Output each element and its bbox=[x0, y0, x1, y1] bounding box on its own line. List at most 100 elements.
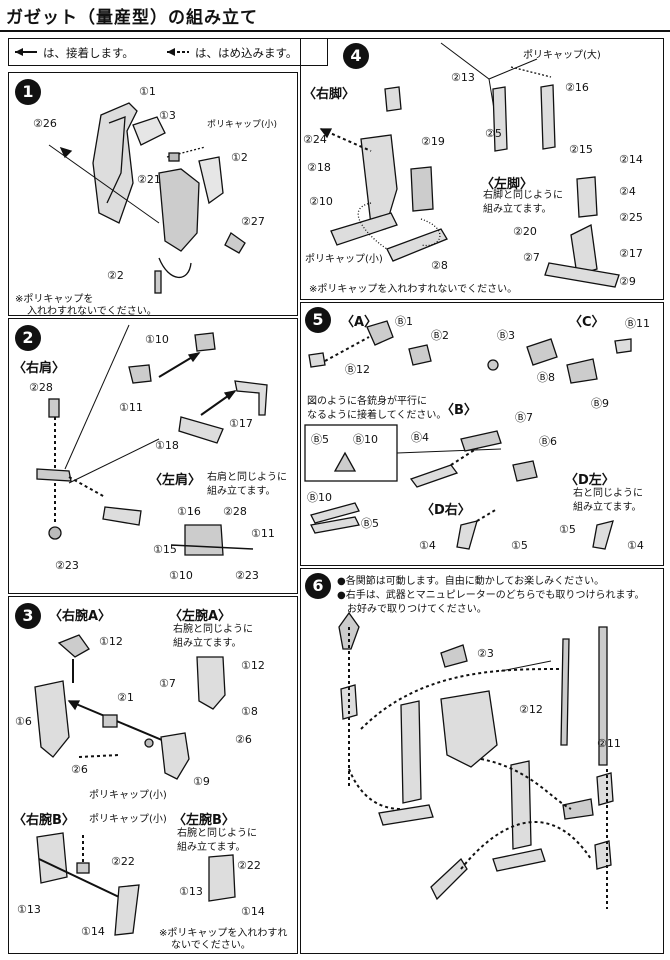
s3-polycap-a: ポリキャップ(小) bbox=[89, 790, 167, 801]
s5-label-b4: Ⓑ4 bbox=[411, 431, 429, 444]
s2-label-2-28b: ②28 bbox=[223, 505, 247, 518]
s2-heading-right-shoulder: 〈右肩〉 bbox=[13, 361, 66, 376]
s5-fig-note-2: なるように接着してください。 bbox=[307, 410, 447, 421]
s4-label-2-5: ②5 bbox=[485, 127, 502, 140]
s5-label-b9: Ⓑ9 bbox=[591, 397, 609, 410]
s5-label-1-4b: ①4 bbox=[627, 539, 644, 552]
s5-label-b5-box: Ⓑ5 bbox=[311, 433, 329, 446]
s3-label-1-14b: ①14 bbox=[241, 905, 265, 918]
s5-label-b8: Ⓑ8 bbox=[537, 371, 555, 384]
s5-label-b6: Ⓑ6 bbox=[539, 435, 557, 448]
s4-warn: ※ポリキャップを入れわすれないでください。 bbox=[309, 284, 518, 295]
s6-label-2-11: ②11 bbox=[597, 737, 621, 750]
s4-label-2-25: ②25 bbox=[619, 211, 643, 224]
s1-label-1-2: ①2 bbox=[231, 151, 248, 164]
s5-label-1-5: ①5 bbox=[511, 539, 528, 552]
s6-note-3: お好みで取りつけてください。 bbox=[347, 604, 487, 615]
step-4-panel: 4 〈右脚〉 ポリキャップ(大) ②13 ②16 ②5 ②24 ②18 ②19 … bbox=[300, 38, 664, 300]
s2-label-1-11: ①11 bbox=[119, 401, 143, 414]
s2-label-2-23: ②23 bbox=[55, 559, 79, 572]
s1-label-2-21: ②21 bbox=[137, 173, 161, 186]
s5-label-b12: Ⓑ12 bbox=[345, 363, 370, 376]
s5-label-b11: Ⓑ11 bbox=[625, 317, 650, 330]
s3-label-1-13: ①13 bbox=[17, 903, 41, 916]
legend-glue: は、接着します。 bbox=[43, 46, 134, 60]
s3-warn-1: ※ポリキャップを入れわすれ bbox=[159, 928, 288, 939]
s5-label-b5: Ⓑ5 bbox=[361, 517, 379, 530]
s4-left-note-1: 右脚と同じように bbox=[483, 190, 563, 201]
step-number-1: 1 bbox=[15, 79, 41, 105]
s1-label-2-27: ②27 bbox=[241, 215, 265, 228]
s2-label-2-23b: ②23 bbox=[235, 569, 259, 582]
s5-label-b2: Ⓑ2 bbox=[431, 329, 449, 342]
s2-label-2-28: ②28 bbox=[29, 381, 53, 394]
step-4-diagram bbox=[319, 42, 620, 288]
s2-label-1-11b: ①11 bbox=[251, 527, 275, 540]
s3-label-1-7: ①7 bbox=[159, 677, 176, 690]
s4-label-2-17: ②17 bbox=[619, 247, 643, 260]
s3-la-note-1: 右腕と同じように bbox=[173, 624, 253, 635]
step-3-diagram bbox=[34, 634, 236, 936]
s3-label-1-13b: ①13 bbox=[179, 885, 203, 898]
step-number-5: 5 bbox=[305, 307, 331, 333]
s5-heading-d-right: 〈D右〉 bbox=[421, 503, 471, 518]
s3-label-1-14: ①14 bbox=[81, 925, 105, 938]
s3-label-1-8: ①8 bbox=[241, 705, 258, 718]
s3-heading-left-arm-b: 〈左腕B〉 bbox=[173, 813, 235, 828]
s1-label-1-3: ①3 bbox=[159, 109, 176, 122]
s2-left-note-1: 右肩と同じように bbox=[207, 472, 287, 483]
legend-box: は、接着します。 は、はめ込みます。 bbox=[8, 38, 328, 66]
step-number-3: 3 bbox=[15, 603, 41, 629]
s5-label-b10: Ⓑ10 bbox=[307, 491, 332, 504]
s3-label-1-12: ①12 bbox=[99, 635, 123, 648]
s4-label-2-19: ②19 bbox=[421, 135, 445, 148]
s1-label-1-1: ①1 bbox=[139, 85, 156, 98]
step-5-diagram bbox=[304, 320, 632, 550]
step-5-panel: 5 〈A〉 Ⓑ1 Ⓑ2 Ⓑ3 〈C〉 Ⓑ11 Ⓑ12 Ⓑ bbox=[300, 302, 664, 566]
s3-label-2-6b: ②6 bbox=[71, 763, 88, 776]
step-1-diagram bbox=[48, 102, 246, 294]
s3-label-2-22b: ②22 bbox=[237, 859, 261, 872]
s5-dl-note-1: 右と同じように bbox=[573, 488, 643, 499]
s3-label-2-1: ②1 bbox=[117, 691, 134, 704]
s3-label-1-9: ①9 bbox=[193, 775, 210, 788]
s3-label-1-12b: ①12 bbox=[241, 659, 265, 672]
s4-polycap-small: ポリキャップ(小) bbox=[305, 254, 383, 265]
s2-label-1-18: ①18 bbox=[155, 439, 179, 452]
s5-heading-c: 〈C〉 bbox=[569, 315, 605, 330]
s2-left-note-2: 組み立てます。 bbox=[207, 486, 276, 497]
s3-label-1-6: ①6 bbox=[15, 715, 32, 728]
s5-heading-d-left: 〈D左〉 bbox=[565, 473, 615, 488]
s3-lb-note-2: 組み立てます。 bbox=[177, 842, 246, 853]
s5-heading-a: 〈A〉 bbox=[341, 315, 378, 330]
s5-label-b3: Ⓑ3 bbox=[497, 329, 515, 342]
s4-label-2-10: ②10 bbox=[309, 195, 333, 208]
s1-label-2-2: ②2 bbox=[107, 269, 124, 282]
step-1-panel: 1 ①1 ①3 ポリキャップ(小) ②26 ①2 ②21 ②27 ②2 ※ポリキ… bbox=[8, 72, 298, 317]
s3-polycap-b: ポリキャップ(小) bbox=[89, 814, 167, 825]
s4-polycap-large: ポリキャップ(大) bbox=[523, 50, 601, 61]
s5-heading-b: 〈B〉 bbox=[441, 403, 477, 418]
s3-lb-note-1: 右腕と同じように bbox=[177, 828, 257, 839]
s4-label-2-4: ②4 bbox=[619, 185, 636, 198]
s5-dl-note-2: 組み立てます。 bbox=[573, 502, 642, 513]
s1-note-line1: ※ポリキャップを bbox=[15, 294, 94, 305]
step-number-4: 4 bbox=[343, 43, 369, 69]
s4-label-2-8: ②8 bbox=[431, 259, 448, 272]
s4-label-2-15: ②15 bbox=[569, 143, 593, 156]
s2-label-1-10: ①10 bbox=[145, 333, 169, 346]
s2-label-1-16: ①16 bbox=[177, 505, 201, 518]
s4-left-note-2: 組み立てます。 bbox=[483, 204, 552, 215]
step-3-panel: 3 〈右腕A〉 ①12 〈左腕A〉 右腕と同じように 組み立てます。 ①12 ①… bbox=[8, 596, 298, 954]
s5-label-b7: Ⓑ7 bbox=[515, 411, 533, 424]
step-6-diagram bbox=[338, 611, 614, 909]
s4-label-2-16: ②16 bbox=[565, 81, 589, 94]
s4-heading-right-leg: 〈右脚〉 bbox=[303, 87, 356, 102]
s4-label-2-14: ②14 bbox=[619, 153, 643, 166]
s4-label-2-20: ②20 bbox=[513, 225, 537, 238]
s3-label-2-22: ②22 bbox=[111, 855, 135, 868]
step-2-panel: 2 〈右肩〉 ①10 ①11 ②28 ①17 ①18 ②23 〈左肩〉 右肩と同 bbox=[8, 318, 298, 594]
s5-label-b10-box: Ⓑ10 bbox=[353, 433, 378, 446]
s3-heading-left-arm-a: 〈左腕A〉 bbox=[169, 609, 232, 624]
title-bar bbox=[0, 0, 670, 32]
